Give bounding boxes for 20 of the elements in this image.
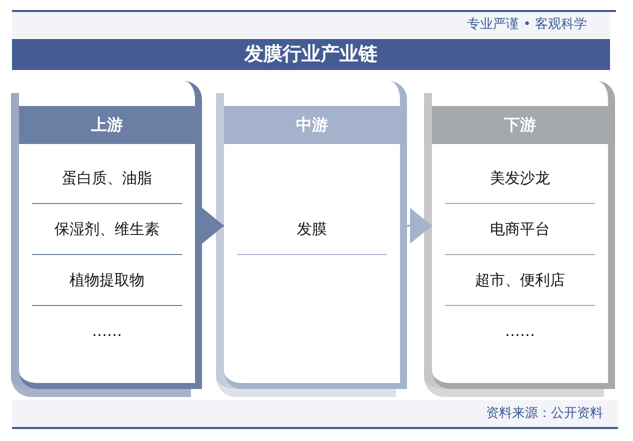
column-header: 上游 [19,106,195,144]
stage-card [432,81,615,389]
column-header: 下游 [432,106,608,144]
list-item: 电商平台 [490,219,550,239]
list-item: …… [92,321,122,341]
arrow [407,208,432,244]
source-note: 资料来源：公开资料 [486,406,603,422]
list-item: 保湿剂、维生素 [54,219,160,239]
list-item: 蛋白质、油脂 [62,168,152,188]
stage-card [19,81,202,389]
slogan: 专业严谨 • 客观科学 [467,17,587,33]
list-item: 美发沙龙 [490,168,550,188]
list-item: …… [505,321,535,341]
list-item: 超市、便利店 [475,270,565,290]
stage-card [224,81,407,389]
column-header: 中游 [224,106,400,144]
list-item: 发膜 [297,219,327,239]
title-banner: 发膜行业产业链 [12,39,610,70]
arrow [202,208,224,244]
list-item: 植物提取物 [70,270,144,290]
